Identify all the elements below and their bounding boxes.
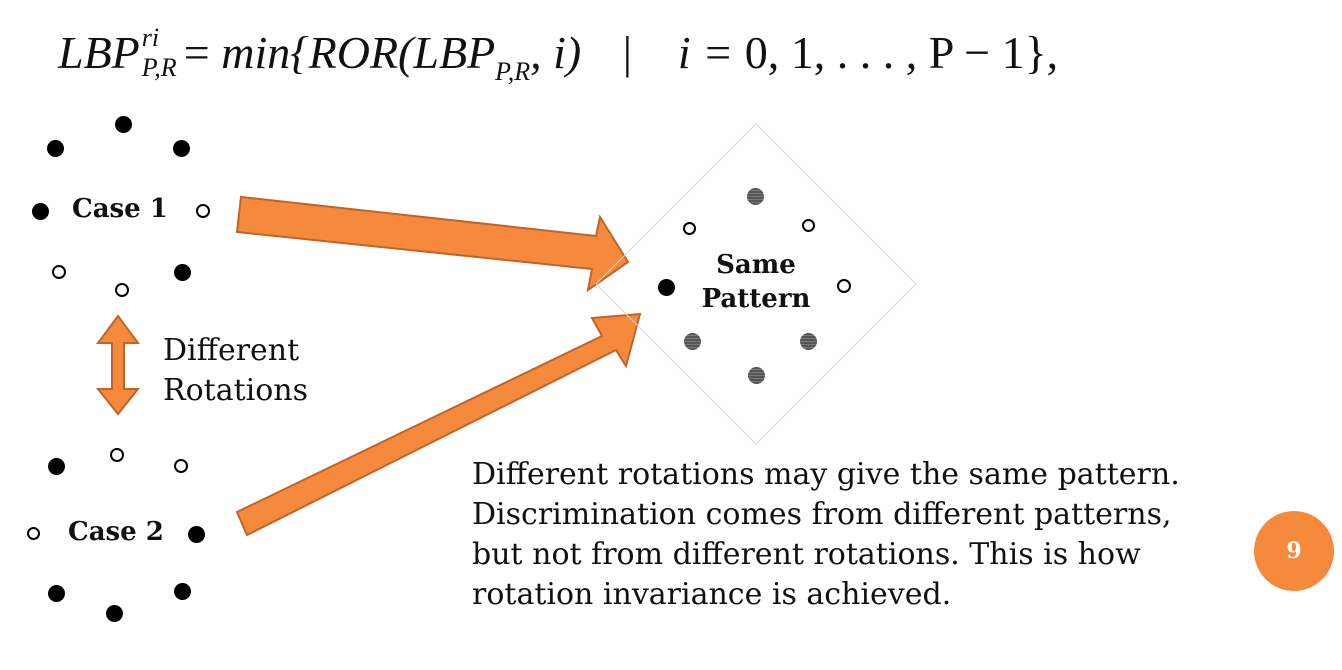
- case1-dot-top-left: [47, 140, 64, 157]
- formula-min: min{: [221, 27, 309, 78]
- formula-lhs-sup: ri: [141, 23, 160, 53]
- same-dot-bottom-left: [684, 333, 701, 350]
- same-pattern-label-line1: Same: [716, 250, 796, 280]
- explanation-line-4: rotation invariance is achieved.: [472, 577, 952, 612]
- formula-i-eq: i =: [677, 27, 745, 78]
- case2-dot-bottom: [106, 605, 123, 622]
- same-dot-top-left: [683, 222, 696, 235]
- case2-arrow: [235, 312, 642, 537]
- case2-dot-bottom-left: [48, 585, 65, 602]
- same-pattern-label: Same Pattern: [696, 248, 816, 316]
- case2-dot-left: [27, 527, 40, 540]
- same-dot-bottom-right: [800, 333, 817, 350]
- same-dot-top-right: [802, 219, 815, 232]
- same-pattern-label-line2: Pattern: [701, 284, 811, 314]
- rotation-label-line1: Different: [163, 333, 300, 368]
- explanation-text: Different rotations may give the same pa…: [472, 455, 1272, 615]
- case1-dot-bottom: [115, 283, 129, 297]
- formula-inner-sub: P,R: [495, 57, 531, 86]
- same-dot-top: [747, 188, 764, 205]
- case2-dot-bottom-right: [174, 583, 191, 600]
- same-dot-bottom: [748, 367, 765, 384]
- diamond-outline: [595, 123, 917, 445]
- explanation-line-1: Different rotations may give the same pa…: [472, 457, 1180, 492]
- case1-dot-left: [32, 203, 49, 220]
- formula-inner-tail: , i): [530, 27, 582, 78]
- case1-dot-bottom-left: [52, 265, 66, 279]
- formula-lhs-sub: P,R: [141, 53, 177, 83]
- formula-ror: ROR(: [308, 27, 414, 78]
- rotation-label-line2: Rotations: [163, 373, 309, 408]
- case2-dot-top: [110, 448, 124, 462]
- case2-dot-right: [188, 526, 205, 543]
- case1-arrow: [235, 195, 630, 293]
- formula-range: 0, 1, . . . , P − 1},: [744, 27, 1059, 78]
- formula-eq: =: [183, 27, 210, 78]
- same-dot-right: [837, 279, 851, 293]
- page-number-badge: 9: [1254, 511, 1334, 591]
- formula-inner: LBP: [413, 27, 496, 78]
- rotation-double-arrow: [95, 314, 141, 416]
- rotation-label: Different Rotations: [163, 331, 308, 411]
- case1-dot-top: [115, 116, 132, 133]
- case1-label: Case 1: [72, 194, 168, 224]
- case2-dot-top-right: [174, 459, 188, 473]
- explanation-line-2: Discrimination comes from different patt…: [472, 497, 1172, 532]
- case1-dot-bottom-right: [174, 264, 191, 281]
- case2-dot-top-left: [48, 458, 65, 475]
- formula-bar: |: [622, 27, 632, 78]
- case1-dot-top-right: [173, 140, 190, 157]
- formula-lhs: LBP: [58, 27, 140, 78]
- same-dot-left: [658, 279, 675, 296]
- case1-dot-right: [196, 204, 210, 218]
- case2-label: Case 2: [68, 517, 164, 547]
- explanation-line-3: but not from different rotations. This i…: [472, 537, 1141, 572]
